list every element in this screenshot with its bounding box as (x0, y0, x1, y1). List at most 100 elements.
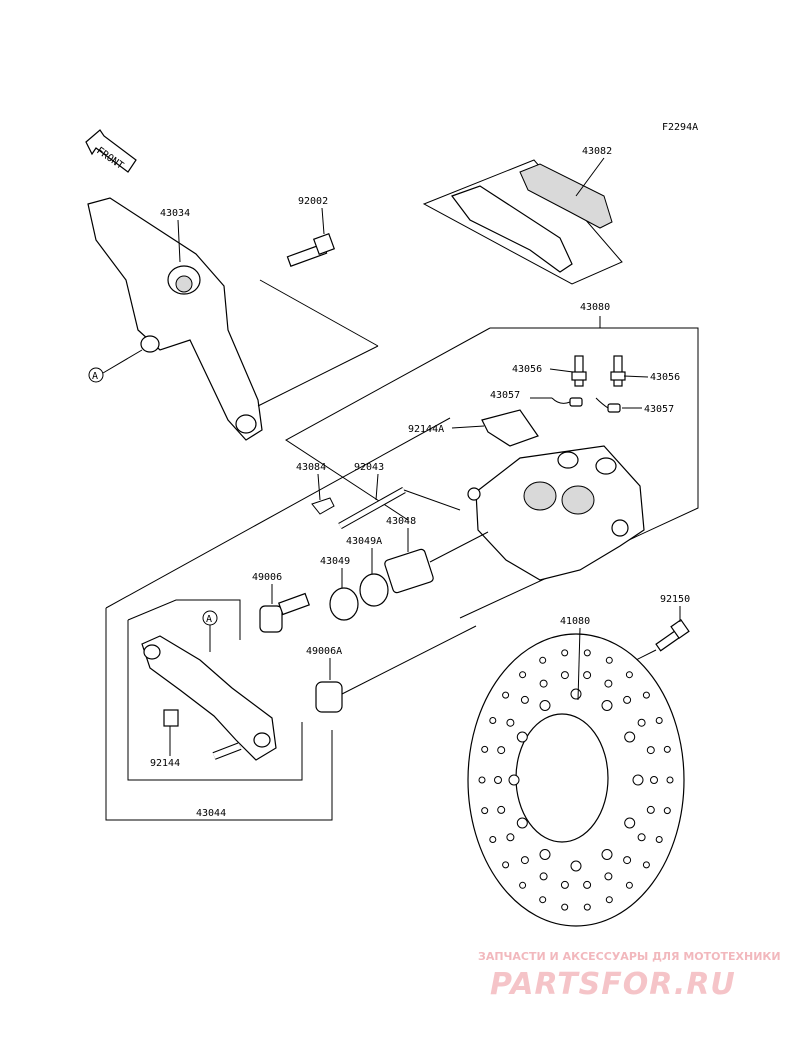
dust-seal-43049 (329, 587, 359, 621)
part-label-43049: 43049 (320, 556, 350, 567)
pad-spring-92144A (481, 409, 539, 447)
disc-hole (642, 861, 650, 869)
disc-hole (497, 746, 506, 755)
disc-hole (663, 807, 671, 815)
disc-hole (624, 817, 636, 829)
disc-hole (604, 679, 613, 688)
bleeder-cap-left-43057 (569, 397, 583, 407)
disc-hole (655, 717, 663, 724)
disc-hole (663, 745, 671, 753)
disc-hole (624, 731, 636, 743)
disc-hole (481, 745, 489, 753)
disc-bolt-92150 (655, 618, 690, 652)
disc-hole (605, 896, 613, 904)
disc-hole (623, 695, 632, 704)
part-label-49006A: 49006A (306, 646, 342, 657)
disc-hole (494, 776, 502, 784)
disc-hole (646, 805, 655, 814)
disc-hole (539, 896, 547, 904)
disc-hole (539, 700, 551, 711)
caliper-body (467, 445, 645, 581)
disc-hole (508, 774, 520, 786)
part-label-43056-left: 43056 (512, 364, 542, 375)
brake-pads-43082 (451, 163, 613, 273)
disc-hole (520, 695, 529, 704)
disc-hole (539, 872, 548, 881)
disc-hole (623, 856, 632, 865)
caliper-support-bracket-43044 (141, 635, 277, 761)
disc-hole (506, 833, 515, 842)
pad-pin-92043 (338, 486, 406, 530)
bleeder-valve-right-43056 (610, 355, 626, 387)
part-label-43080: 43080 (580, 302, 610, 313)
disc-hole (506, 718, 515, 727)
disc-hole (601, 700, 613, 711)
disc-hole (625, 671, 633, 679)
part-label-43049A: 43049A (346, 536, 382, 547)
disc-hole (497, 805, 506, 814)
callout-a-lower: A (206, 614, 212, 625)
part-label-43044: 43044 (196, 808, 226, 819)
disc-hole (560, 671, 569, 680)
part-label-92150: 92150 (660, 594, 690, 605)
disc-hole (539, 679, 548, 688)
bolt-92002 (286, 232, 336, 267)
disc-hole (478, 776, 486, 784)
rubber-boot-49006A (315, 681, 343, 713)
part-label-43056-right: 43056 (650, 372, 680, 383)
disc-hole (605, 656, 613, 664)
rubber-boot-49006 (259, 592, 310, 633)
disc-hole (570, 688, 582, 700)
part-label-43034: 43034 (160, 208, 190, 219)
part-label-43057-left: 43057 (490, 390, 520, 401)
disc-hole (519, 881, 527, 889)
disc-hole (502, 691, 510, 699)
disc-hole (516, 731, 528, 743)
brake-pad-box (422, 159, 623, 285)
disc-hole (601, 849, 613, 860)
disc-hole (481, 807, 489, 815)
part-label-43057-right: 43057 (644, 404, 674, 415)
part-label-49006: 49006 (252, 572, 282, 583)
disc-hole (625, 881, 633, 889)
part-label-92043: 92043 (354, 462, 384, 473)
piston-43048 (384, 548, 434, 594)
disc-hole (502, 861, 510, 869)
disc-hole (583, 903, 591, 911)
disc-hole (583, 880, 592, 889)
disc-hole (642, 691, 650, 699)
disc-hole (604, 872, 613, 881)
bleeder-valve-left-43056 (571, 355, 587, 387)
part-label-43048: 43048 (386, 516, 416, 527)
disc-hole (539, 656, 547, 664)
disc-hole (583, 671, 592, 680)
disc-hole (583, 649, 591, 657)
disc-hole (646, 746, 655, 755)
disc-hole (489, 717, 497, 724)
disc-hole (539, 849, 551, 860)
piston-seal-43049A (359, 573, 389, 607)
disc-hole (655, 836, 663, 843)
brake-disc-41080 (467, 633, 685, 927)
part-label-43082: 43082 (582, 146, 612, 157)
disc-hole (516, 817, 528, 829)
part-label-92144A: 92144A (408, 424, 444, 435)
disc-hole (519, 671, 527, 679)
part-label-43084: 43084 (296, 462, 326, 473)
disc-hole (561, 649, 569, 657)
callout-a-upper: A (92, 371, 98, 382)
disc-hole (570, 860, 582, 872)
diagram-code: F2294A (662, 122, 698, 133)
disc-hole (650, 776, 658, 784)
disc-hole (489, 836, 497, 843)
part-label-92002: 92002 (298, 196, 328, 207)
watermark-tagline: ЗАПЧАСТИ И АКСЕССУАРЫ ДЛЯ МОТОТЕХНИКИ (478, 950, 781, 963)
disc-hole (666, 776, 674, 784)
disc-hole (520, 856, 529, 865)
pin-clip-43084 (311, 497, 335, 515)
disc-hole (561, 903, 569, 911)
bleeder-cap-right-43057 (607, 403, 621, 413)
disc-hole (632, 774, 644, 786)
